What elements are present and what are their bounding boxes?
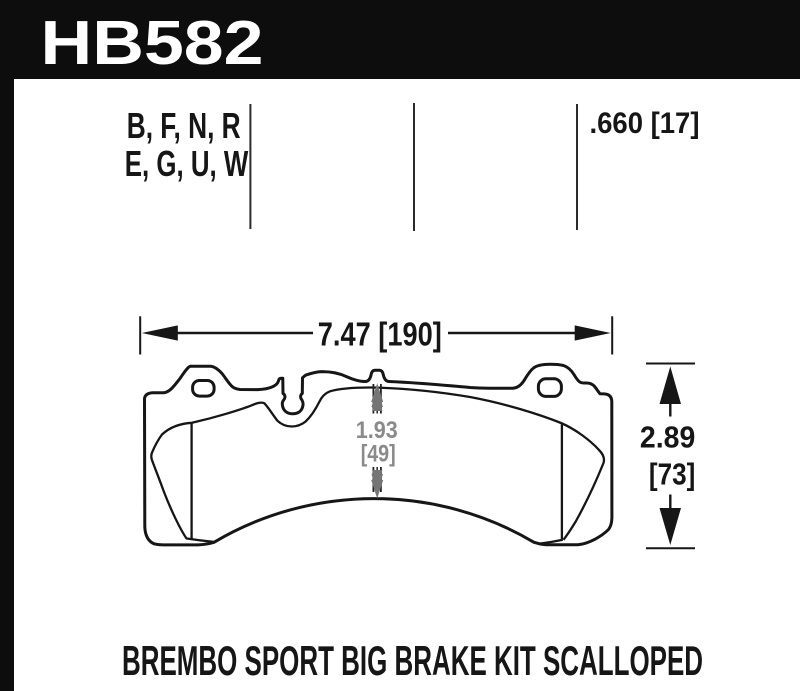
svg-text:BREMBO SPORT BIG BRAKE KIT SCA: BREMBO SPORT BIG BRAKE KIT SCALLOPED <box>122 637 703 684</box>
svg-text:[73]: [73] <box>649 458 696 492</box>
svg-text:.660 [17]: .660 [17] <box>590 107 700 140</box>
svg-text:[49]: [49] <box>361 440 396 467</box>
svg-text:1.93: 1.93 <box>356 417 398 444</box>
svg-text:2.89: 2.89 <box>640 421 695 455</box>
svg-text:E, G, U, W: E, G, U, W <box>125 143 249 184</box>
svg-text:7.47 [190]: 7.47 [190] <box>318 315 442 352</box>
svg-text:HB582: HB582 <box>41 9 264 78</box>
svg-text:B, F, N, R: B, F, N, R <box>127 105 241 146</box>
